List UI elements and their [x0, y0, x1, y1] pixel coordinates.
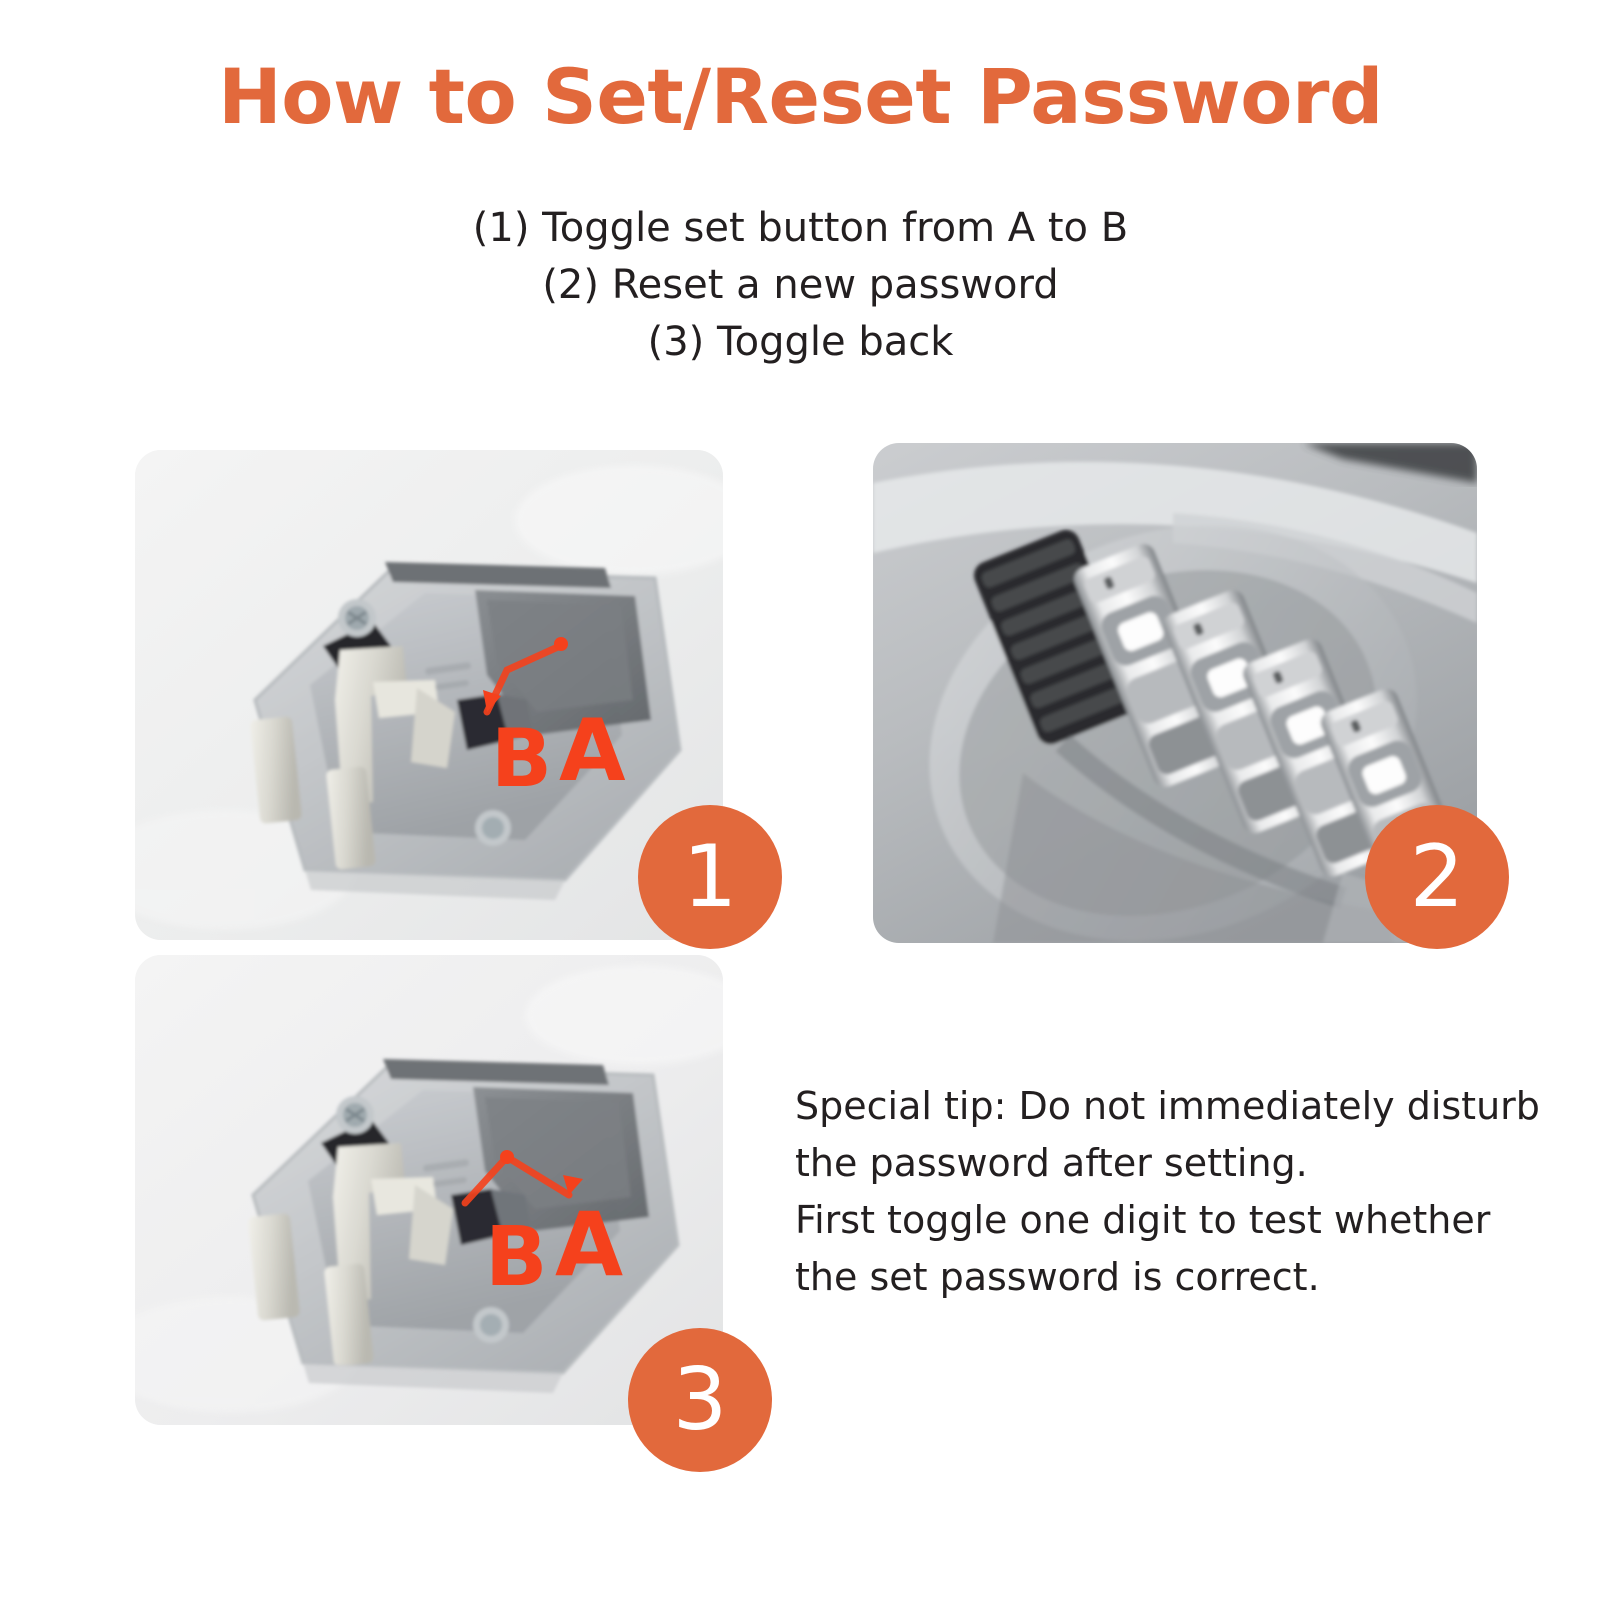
instruction-list: (1) Toggle set button from A to B (2) Re…: [0, 200, 1601, 371]
step-badge-2: 2: [1365, 805, 1509, 949]
photo-panel-step-3: B A: [135, 955, 723, 1425]
step-badge-3: 3: [628, 1328, 772, 1472]
tip-line-1: Special tip: Do not immediately disturb: [795, 1084, 1540, 1128]
page-title: How to Set/Reset Password: [218, 52, 1383, 141]
annotation-label-b: B: [485, 1210, 548, 1305]
tip-line-2: the password after setting.: [795, 1141, 1308, 1185]
photo-panel-step-2: [873, 443, 1477, 943]
annotation-label-a: A: [559, 701, 626, 801]
instruction-line-3: (3) Toggle back: [647, 319, 954, 365]
annotation-label-b: B: [491, 712, 552, 805]
tip-line-4: the set password is correct.: [795, 1255, 1320, 1299]
lock-back-photo-2: B A: [135, 955, 723, 1425]
instruction-line-1: (1) Toggle set button from A to B: [472, 205, 1129, 251]
toggle-direction-arrow: [461, 1150, 583, 1207]
instruction-line-2: (2) Reset a new password: [542, 262, 1059, 308]
toggle-direction-arrow: [483, 637, 568, 716]
step-badge-1: 1: [638, 805, 782, 949]
annotation-label-a: A: [555, 1193, 623, 1296]
tip-line-3: First toggle one digit to test whether: [795, 1198, 1491, 1242]
photo-panel-step-1: B A: [135, 450, 723, 940]
special-tip-text: Special tip: Do not immediately disturb …: [795, 1078, 1585, 1306]
lock-back-photo-1: B A: [135, 450, 723, 940]
